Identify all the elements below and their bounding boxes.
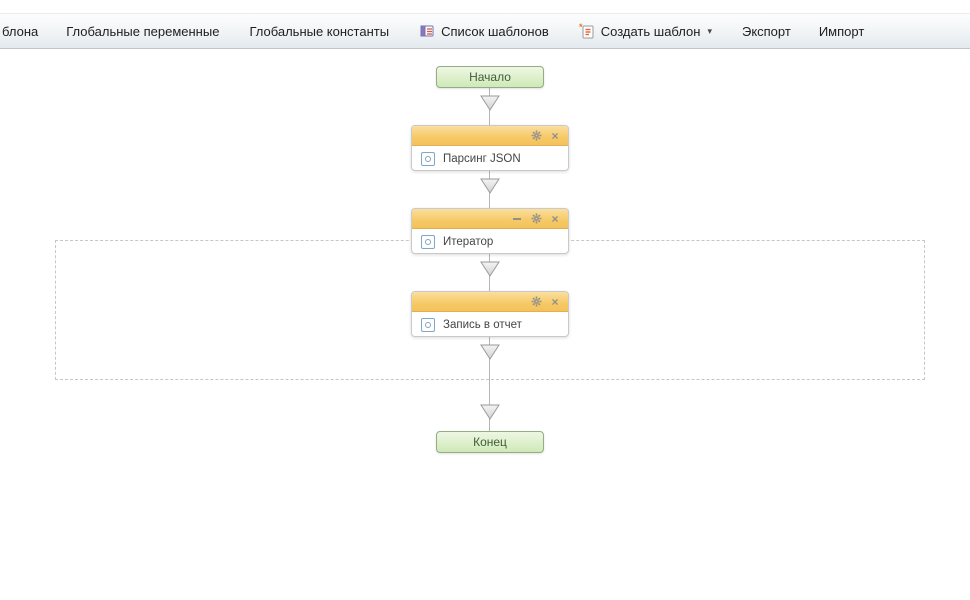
close-icon[interactable]: ×	[551, 211, 559, 226]
toolbar-item-template-list[interactable]: Список шаблонов	[417, 19, 551, 43]
template-list-icon	[419, 23, 435, 39]
flowchart-node-iterator[interactable]: × Итератор	[411, 208, 569, 254]
node-header: ×	[412, 209, 568, 229]
node-header: ×	[412, 292, 568, 312]
node-title: Запись в отчет	[443, 318, 522, 331]
step-type-icon	[421, 317, 435, 332]
connector-arrow-icon	[480, 404, 500, 420]
node-title: Итератор	[443, 235, 494, 248]
minimize-icon[interactable]	[511, 213, 523, 225]
toolbar-item-label: Список шаблонов	[441, 23, 549, 39]
toolbar-item-global-constants[interactable]: Глобальные константы	[247, 20, 391, 43]
toolbar-item-export[interactable]: Экспорт	[740, 20, 793, 43]
close-icon[interactable]: ×	[551, 128, 559, 143]
toolbar-item-global-variables[interactable]: Глобальные переменные	[64, 20, 221, 43]
toolbar: блона Глобальные переменные Глобальные к…	[0, 13, 970, 49]
gear-icon[interactable]	[530, 130, 542, 142]
toolbar-item-label: Глобальные константы	[249, 23, 390, 39]
toolbar-item-truncated[interactable]: блона	[0, 20, 40, 43]
toolbar-item-label: Глобальные переменные	[66, 23, 220, 39]
flow-connector-line	[489, 88, 490, 432]
node-body: Запись в отчет	[412, 312, 568, 336]
start-node[interactable]: Начало	[436, 66, 544, 88]
end-node-label: Конец	[473, 435, 507, 449]
toolbar-item-label: блона	[2, 23, 39, 39]
gear-icon[interactable]	[530, 213, 542, 225]
start-node-label: Начало	[469, 70, 511, 84]
close-icon[interactable]: ×	[551, 294, 559, 309]
node-body: Парсинг JSON	[412, 146, 568, 170]
connector-arrow-icon	[480, 344, 500, 360]
connector-arrow-icon	[480, 261, 500, 277]
connector-arrow-icon	[480, 95, 500, 111]
step-type-icon	[421, 151, 435, 166]
flowchart-node-parsing-json[interactable]: × Парсинг JSON	[411, 125, 569, 171]
flowchart-node-write-report[interactable]: × Запись в отчет	[411, 291, 569, 337]
end-node[interactable]: Конец	[436, 431, 544, 453]
step-type-icon	[421, 234, 435, 249]
svg-text:*: *	[579, 23, 583, 32]
node-body: Итератор	[412, 229, 568, 253]
toolbar-item-label: Экспорт	[741, 23, 791, 39]
connector-arrow-icon	[480, 178, 500, 194]
toolbar-item-create-template[interactable]: * Создать шаблон ▾	[577, 19, 714, 43]
node-header: ×	[412, 126, 568, 146]
toolbar-item-import[interactable]: Импорт	[817, 20, 866, 43]
toolbar-item-label: Создать шаблон	[600, 23, 701, 39]
gear-icon[interactable]	[530, 296, 542, 308]
node-title: Парсинг JSON	[443, 152, 521, 165]
toolbar-item-label: Импорт	[818, 23, 865, 39]
chevron-down-icon: ▾	[707, 25, 712, 36]
create-template-icon: *	[579, 22, 595, 39]
